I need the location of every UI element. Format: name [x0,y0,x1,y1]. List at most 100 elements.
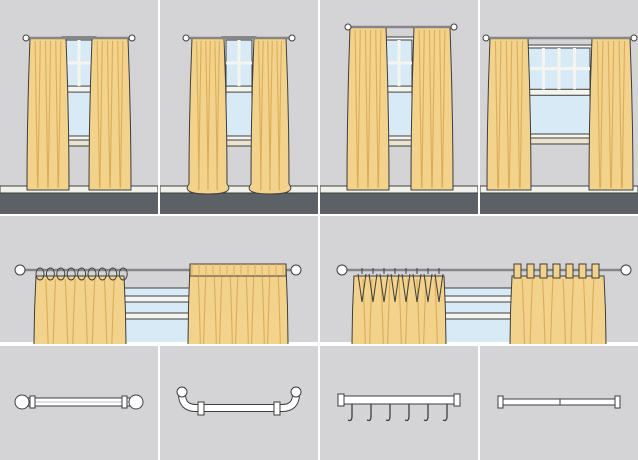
rod-track-with-hooks [320,346,478,460]
curtain-fold [621,40,626,189]
curtain-fold [529,278,533,344]
rod-end-cap [176,386,188,398]
curtain-fold [34,40,39,189]
pinch-pleat [379,273,389,303]
curtain-fold [207,40,211,191]
window-meeting-rail [225,85,253,93]
track-end [453,393,461,407]
rod-finial [14,264,26,276]
closeup-svg [0,216,318,344]
track-hook [442,404,448,422]
curtain-ring [97,267,107,281]
track-hook [404,404,410,422]
rod-finial-right [128,394,144,410]
curtain-ring [77,267,87,281]
pinch-pleat [434,273,444,303]
curtain-fold [570,278,574,344]
curtain-fold [521,278,526,344]
floor [160,192,318,214]
rod-bracket [273,401,281,416]
curtain-tab [591,263,600,279]
floor [320,192,478,214]
scene-curtain-puddling [160,0,318,214]
rod-finial [290,264,302,276]
pinch-pleat [412,273,422,303]
pinch-pleat [357,273,367,303]
curtain-fold [562,278,567,344]
curtain-fold [607,40,612,189]
curtain-tab [526,263,535,279]
rod-finial [482,34,490,42]
curtain-fold [377,29,382,189]
window-rail [441,295,523,303]
curtain-fold [84,278,88,344]
rod-bracket [29,395,36,409]
curtain-fold [519,40,524,189]
pinch-pleat [390,273,400,303]
curtain-fold [441,29,446,189]
curtain-fold [505,40,510,189]
rod-end-cap [290,386,302,398]
floor [480,192,638,214]
curtain-fold [405,278,409,344]
curtain-fold [369,278,373,344]
curtain-fold [354,29,359,189]
curtain-fold [364,29,369,189]
curtain-fold [590,278,595,344]
closeup-ring-top-and-rod-pocket [0,216,318,344]
curtain-tab [565,263,574,279]
curtain-fold [103,278,108,344]
rod-svg [320,346,478,460]
tension-rod-end [614,395,621,409]
curtain-panel [509,275,607,344]
curtain-fold [198,40,202,191]
curtain-tab [539,263,548,279]
curtain-fold [362,278,366,344]
scene-svg [0,0,158,214]
window-meeting-rail [527,88,591,96]
rod-finial-left [14,394,30,410]
track-hook [366,404,372,422]
scene-svg [320,0,478,214]
curtain-fold [398,278,402,344]
curtain-fold [599,40,604,189]
scene-curtain-wide-mount [480,0,638,214]
curtain-fold [99,40,103,189]
curtain-fold [387,278,391,344]
rod-finial [288,34,296,42]
curtain-fold [52,278,57,344]
curtain-fold [428,29,433,189]
track-end [337,393,345,407]
curtain-ring [56,267,66,281]
curtain-fold [47,40,52,189]
rod-finial [336,264,348,276]
tension-rod-end [497,395,504,409]
rod-finial [128,34,136,42]
scene-svg [160,0,318,214]
curtain-fold [610,40,615,189]
curtain-fold [111,278,115,344]
track-hook [423,404,429,422]
rod-ball-finial [0,346,158,460]
curtain-fold [278,40,282,191]
closeup-pinch-pleat-and-tab-top [320,216,638,344]
rod-finial [630,34,638,42]
track-body [339,395,459,405]
curtain-fold [508,40,513,189]
rod-finial [22,34,30,42]
rod-finial [450,23,458,31]
rod-pocket-sleeve [189,263,287,277]
scene-curtain-mounted-high [320,0,478,214]
curtain-fold [57,40,62,189]
curtain-panel [351,275,447,344]
curtain-fold [494,40,499,189]
pinch-pleat [423,273,433,303]
curtain-ring [66,267,76,281]
curtain-ring [108,267,118,281]
rod-finial [620,264,632,276]
rod-bracket [121,395,128,409]
tension-rod-body [501,398,617,406]
window-meeting-rail [65,85,93,93]
rod-finial [344,23,352,31]
